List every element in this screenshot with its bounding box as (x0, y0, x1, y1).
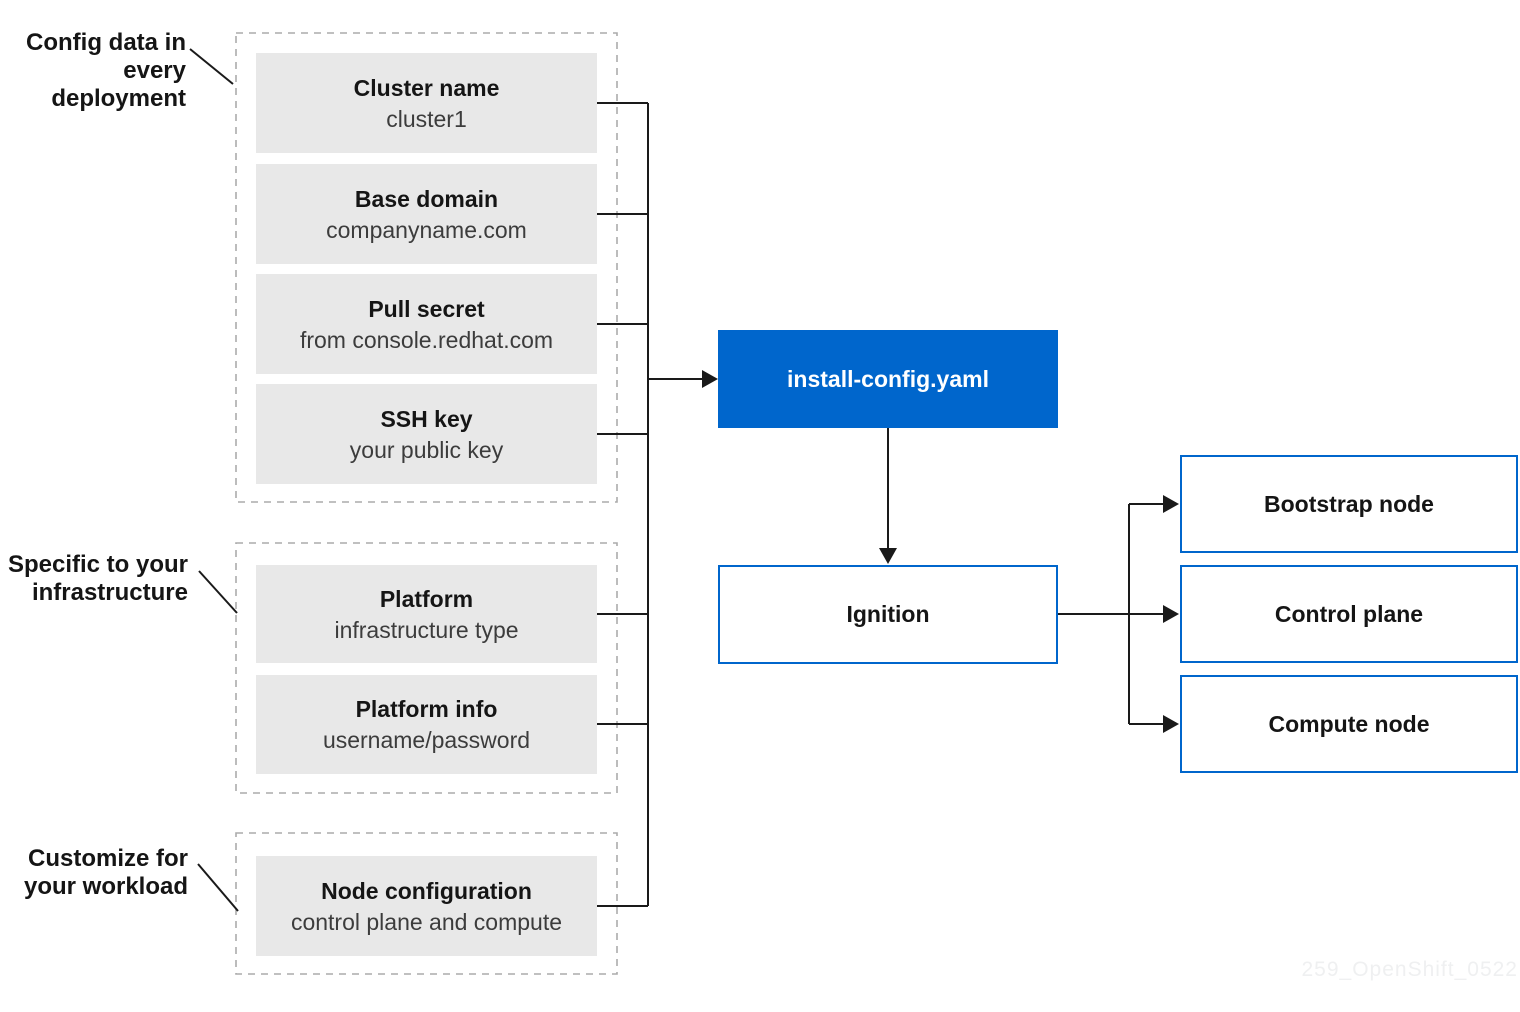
box-subtitle: infrastructure type (334, 616, 519, 643)
box-title: Platform info (355, 696, 498, 722)
box-pull-secret: Pull secret from console.redhat.com (256, 274, 597, 374)
fanout-arrowheads (1163, 495, 1179, 733)
box-install-config-yaml: install-config.yaml (718, 330, 1058, 428)
box-subtitle: username/password (322, 727, 531, 753)
box-title: Cluster name (353, 74, 500, 101)
box-base-domain: Base domain companyname.com (256, 164, 597, 264)
box-compute-node: Compute node (1180, 675, 1518, 773)
arrow-to-install-config (648, 370, 718, 388)
box-title: Platform (379, 585, 474, 612)
box-subtitle: your public key (349, 436, 504, 463)
annotation-line: Specific to your (7, 551, 188, 578)
ignition-label: Ignition (846, 601, 930, 627)
box-subtitle: from console.redhat.com (299, 326, 554, 353)
annotation-line: every deployment (51, 57, 186, 112)
annotation-line: Config data in (26, 29, 186, 56)
control-plane-label: Control plane (1274, 600, 1424, 627)
annotation-line: infrastructure (31, 579, 188, 606)
pointer-line-infrastructure (198, 570, 238, 614)
annotation-config-data: Config data in every deployment (0, 29, 186, 113)
box-title: SSH key (380, 405, 473, 432)
fanout-junction (1058, 503, 1163, 725)
annotation-workload: Customize for your workload (0, 845, 188, 901)
box-cluster-name: Cluster name cluster1 (256, 53, 597, 153)
arrow-to-bootstrap-node (1163, 495, 1179, 513)
box-title: Node configuration (321, 877, 532, 904)
box-subtitle: cluster1 (386, 105, 467, 132)
arrow-to-control-plane (1163, 605, 1179, 623)
compute-node-label: Compute node (1268, 710, 1430, 737)
annotation-infrastructure: Specific to your infrastructure (0, 551, 188, 607)
box-subtitle: control plane and compute (290, 908, 563, 935)
annotation-line: your workload (23, 873, 188, 900)
box-platform-info: Platform info username/password (256, 675, 597, 774)
box-ignition: Ignition (718, 565, 1058, 664)
box-control-plane: Control plane (1180, 565, 1518, 663)
box-node-configuration: Node configuration control plane and com… (256, 856, 597, 956)
box-subtitle: companyname.com (326, 216, 527, 243)
box-title: Base domain (354, 185, 499, 212)
arrow-to-ignition (879, 428, 897, 564)
arrow-to-compute-node (1163, 715, 1179, 733)
pointer-line-config-data (189, 48, 234, 85)
box-bootstrap-node: Bootstrap node (1180, 455, 1518, 553)
bootstrap-node-label: Bootstrap node (1264, 490, 1434, 517)
box-platform: Platform infrastructure type (256, 565, 597, 663)
install-config-label: install-config.yaml (787, 365, 989, 392)
annotation-line: Customize for (27, 845, 188, 872)
watermark-text: 259_OpenShift_0522 (1301, 958, 1518, 981)
pointer-line-workload (197, 863, 239, 912)
box-title: Pull secret (368, 295, 485, 322)
box-ssh-key: SSH key your public key (256, 384, 597, 484)
